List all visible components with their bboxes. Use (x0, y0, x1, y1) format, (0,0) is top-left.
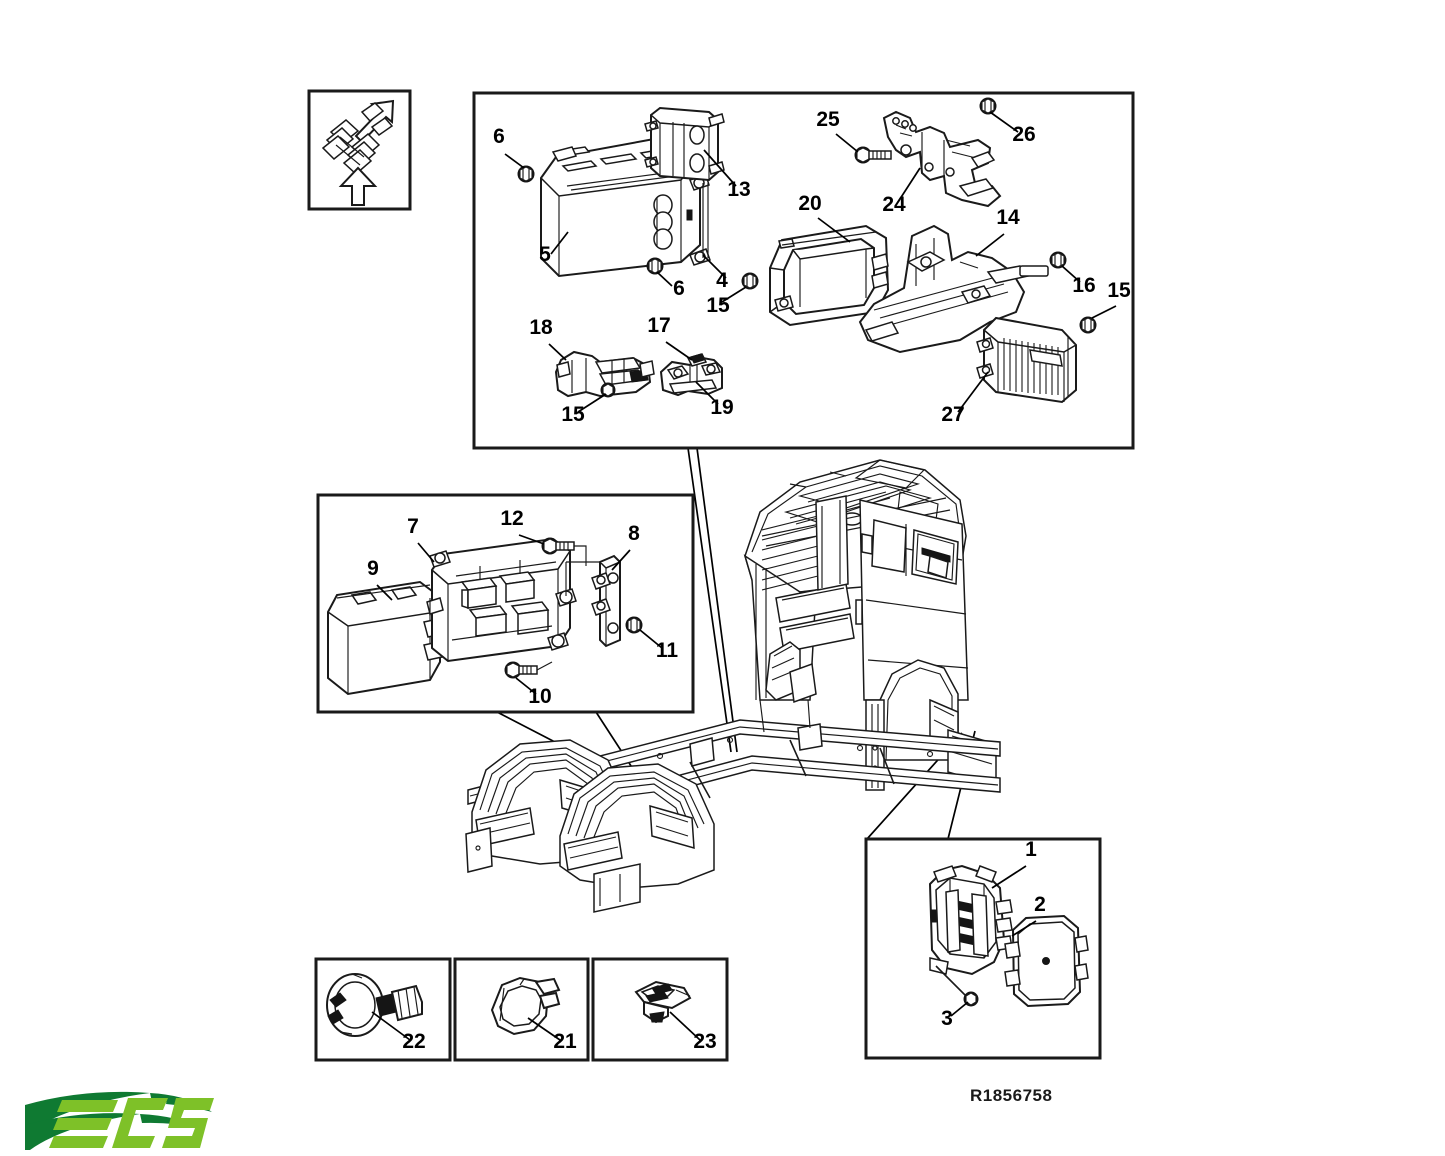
part-nut-11 (625, 616, 643, 634)
part-nut-26 (979, 97, 997, 115)
part-bolt-10 (504, 661, 553, 679)
part-hose-clamp-22 (326, 973, 423, 1037)
callout-4: 4 (716, 269, 728, 292)
part-clamp-17 (686, 353, 708, 367)
part-cover-9 (327, 580, 443, 696)
part-bolt-12 (541, 537, 587, 566)
part-nut-6b (646, 257, 664, 275)
part-support-bracket-14 (858, 224, 1049, 354)
callout-5: 5 (539, 243, 551, 266)
callout-22: 22 (402, 1030, 425, 1053)
p-clip-panel (453, 957, 590, 1062)
part-ecm-27 (976, 316, 1077, 404)
callout-13: 13 (727, 178, 750, 201)
part-nut-15c (600, 382, 616, 398)
part-nut-6a (517, 165, 535, 183)
truck-chassis-cab (465, 459, 1001, 913)
callout-8: 8 (628, 522, 640, 545)
part-fuse-relay-box-7 (426, 537, 577, 663)
part-mounting-plate-8 (565, 554, 621, 648)
callout-12: 12 (500, 507, 523, 530)
part-nut-15a (741, 272, 759, 290)
reference-number: R1856758 (970, 1086, 1052, 1105)
callout-10: 10 (528, 685, 551, 708)
callout-21: 21 (553, 1030, 577, 1053)
callout-9: 9 (367, 557, 379, 580)
mudguard-rear-right (559, 763, 715, 913)
callout-6a: 6 (493, 125, 505, 148)
callout-15b: 15 (1107, 279, 1131, 302)
callout-26: 26 (1012, 123, 1035, 146)
part-bracket-24 (882, 110, 1002, 208)
connector-detail-box (307, 89, 412, 211)
callout-leaders (371, 111, 1117, 1041)
part-bracket-19 (659, 355, 723, 397)
part-module-cover-2 (1004, 914, 1089, 1008)
upper-assembly-panel (472, 91, 1135, 450)
part-nut-15b (1079, 316, 1097, 334)
cable-clip-panel (591, 957, 729, 1062)
part-junction-module-1 (928, 864, 1013, 976)
junction-module-panel (864, 837, 1102, 1060)
callout-20: 20 (798, 192, 821, 215)
part-p-clip-21 (490, 976, 561, 1036)
callout-15a: 15 (706, 294, 730, 317)
callout-17: 17 (647, 314, 670, 337)
callout-19: 19 (710, 396, 733, 419)
callout-14: 14 (996, 206, 1020, 229)
part-nut-16 (1049, 251, 1067, 269)
fuse-relay-panel (316, 493, 695, 714)
callout-24: 24 (882, 193, 906, 216)
callout-15c: 15 (561, 403, 585, 426)
callout-18: 18 (529, 316, 553, 339)
part-bolt-25 (854, 146, 892, 164)
callout-16: 16 (1072, 274, 1095, 297)
part-frame-bracket-20 (769, 224, 890, 327)
callout-11: 11 (656, 639, 679, 662)
callout-3: 3 (941, 1007, 953, 1030)
part-sensor-bracket-18 (554, 350, 655, 398)
callout-23: 23 (693, 1030, 716, 1053)
part-cable-clip-23 (634, 980, 692, 1024)
callout-2: 2 (1034, 893, 1046, 916)
callout-27: 27 (941, 403, 964, 426)
hose-clamp-panel (314, 957, 452, 1062)
part-bracket-13 (644, 106, 725, 182)
callout-25: 25 (816, 108, 840, 131)
callout-6b: 6 (673, 277, 685, 300)
callout-1: 1 (1025, 838, 1037, 861)
callout-7: 7 (407, 515, 419, 538)
